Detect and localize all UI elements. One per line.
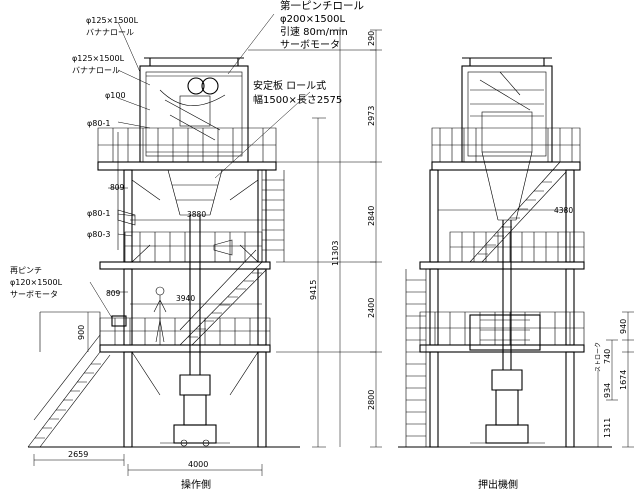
banana-roll-2-size: φ125×1500L xyxy=(72,54,125,63)
operator-side-label: 操作側 xyxy=(181,478,211,491)
dim-934: 934 xyxy=(603,383,612,398)
dim-740: 740 xyxy=(603,349,612,364)
stabilizer-label: 安定板 ロール式 xyxy=(253,79,326,92)
dim-4380: 4380 xyxy=(554,206,573,215)
first-pinch-roll-label: 第一ピンチロール xyxy=(280,0,364,12)
dim-2800: 2800 xyxy=(367,390,376,410)
roll-phi100-label: φ100 xyxy=(105,91,126,100)
dim-3940: 3940 xyxy=(176,294,195,303)
dim-4000: 4000 xyxy=(188,460,208,469)
operator-figure xyxy=(153,286,167,343)
roll-phi80-3-label: φ80-3 xyxy=(87,230,110,239)
dim-900: 900 xyxy=(77,325,86,340)
operator-side-view xyxy=(27,13,382,476)
extruder-side-label: 押出機側 xyxy=(478,478,518,491)
roll-phi80-1b-label: φ80-1 xyxy=(87,209,110,218)
first-pinch-roll-motor: サーボモータ xyxy=(280,39,340,51)
dim-2973: 2973 xyxy=(367,106,376,126)
banana-roll-1-size: φ125×1500L xyxy=(86,16,139,25)
dim-2840: 2840 xyxy=(367,206,376,226)
dim-9415: 9415 xyxy=(309,280,318,300)
re-pinch-motor: サーボモータ xyxy=(10,290,58,299)
dimension-labels: 4000 2659 3880 3940 809 809 900 9415 113… xyxy=(68,31,628,469)
dim-2400: 2400 xyxy=(367,298,376,318)
dim-1674: 1674 xyxy=(619,370,628,390)
dim-stroke: ストローク xyxy=(595,342,602,372)
dim-809a: 809 xyxy=(110,183,125,192)
roll-phi80-1a-label: φ80-1 xyxy=(87,119,110,128)
re-pinch-label: 再ピンチ xyxy=(10,266,42,275)
callout-labels: 第一ピンチロール φ200×1500L 引速 80m/min サーボモータ φ1… xyxy=(10,0,364,299)
dim-940: 940 xyxy=(619,319,628,334)
first-pinch-roll-speed: 引速 80m/min xyxy=(280,26,348,38)
first-pinch-roll-size: φ200×1500L xyxy=(280,14,346,25)
dim-2659: 2659 xyxy=(68,450,88,459)
banana-roll-1-name: バナナロール xyxy=(86,28,134,37)
dim-290: 290 xyxy=(367,31,376,46)
dim-11303: 11303 xyxy=(331,241,340,266)
dim-809b: 809 xyxy=(106,289,121,298)
re-pinch-size: φ120×1500L xyxy=(10,278,63,287)
dim-1311: 1311 xyxy=(603,418,612,438)
stabilizer-size: 幅1500×長さ2575 xyxy=(253,93,342,106)
banana-roll-2-name: バナナロール xyxy=(72,66,120,75)
view-titles: 操作側 押出機側 xyxy=(181,478,518,491)
extruder-side-view xyxy=(398,57,634,448)
dim-3880: 3880 xyxy=(187,210,206,219)
